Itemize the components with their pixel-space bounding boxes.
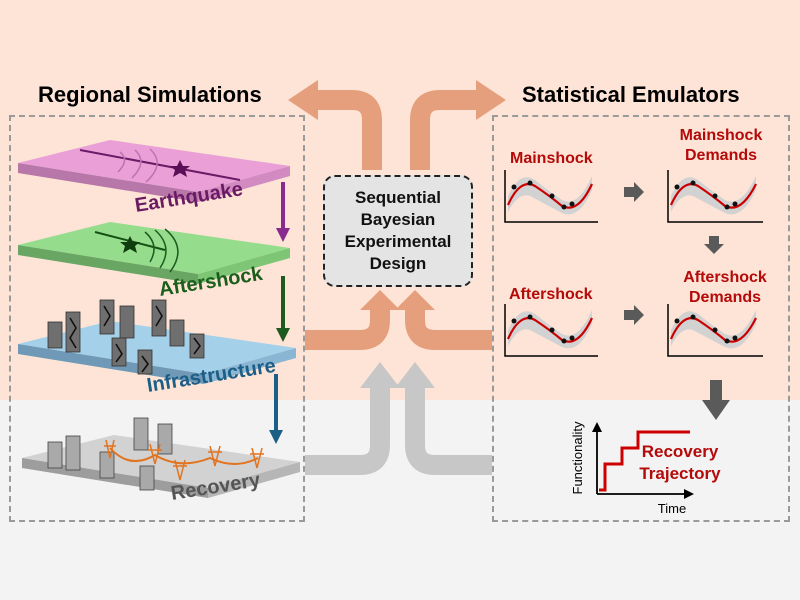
recovery-trajectory-line-1: Recovery xyxy=(641,442,719,461)
aftershock-demands-line-2: Demands xyxy=(688,289,762,306)
statistical-emulators-title: Statistical Emulators xyxy=(522,82,740,107)
recovery-trajectory-chart: Functionality Time xyxy=(570,421,694,516)
mainshock-demands-line-2: Demands xyxy=(684,147,758,164)
mainshock-demands-label: Mainshock Demands xyxy=(666,126,776,166)
aftershock-star-icon xyxy=(120,236,140,253)
arrow-aftershock-to-infrastructure xyxy=(276,276,290,342)
arrow-mainshock-to-demands xyxy=(624,182,644,202)
infrastructure-layer xyxy=(18,299,296,384)
recovery-trajectory-label: Recovery Trajectory xyxy=(628,441,732,485)
recovery-trajectory-line-2: Trajectory xyxy=(639,464,721,483)
center-line-4: Design xyxy=(369,254,427,273)
center-line-3: Experimental xyxy=(344,232,452,251)
mainshock-label: Mainshock xyxy=(510,150,593,167)
recovery-layer xyxy=(22,417,300,498)
output-arrow-left xyxy=(288,80,382,170)
time-axis-label: Time xyxy=(658,501,686,516)
center-line-2: Bayesian xyxy=(360,210,436,229)
mainshock-demands-chart xyxy=(667,170,763,223)
center-line-1: Sequential xyxy=(355,188,441,207)
arrow-aftershock-to-demands xyxy=(624,305,644,325)
statistical-emulators-panel xyxy=(492,115,790,522)
arrow-demands-to-recovery xyxy=(702,380,730,420)
aftershock-demands-label: Aftershock Demands xyxy=(669,268,781,308)
epicenter-star-icon xyxy=(170,160,190,177)
regional-simulations-panel xyxy=(9,115,305,522)
earthquake-layer xyxy=(18,140,290,202)
transmission-tower-icon xyxy=(104,439,264,481)
gray-arrow-right xyxy=(395,362,492,475)
functionality-axis-label: Functionality xyxy=(570,421,585,494)
aftershock-layer xyxy=(18,222,290,284)
aftershock-demands-chart xyxy=(667,304,763,357)
output-arrow-right xyxy=(410,80,506,170)
arrow-mainshock-demands-to-aftershock-demands xyxy=(704,236,724,254)
regional-simulations-title: Regional Simulations xyxy=(38,82,262,107)
aftershock-emulator-chart xyxy=(504,304,598,357)
mainshock-demands-line-1: Mainshock xyxy=(679,127,763,144)
input-arrow-from-simulations xyxy=(305,290,400,350)
input-arrow-from-emulators xyxy=(395,290,492,350)
arrow-infrastructure-to-recovery xyxy=(269,374,283,444)
aftershock-emulator-label: Aftershock xyxy=(509,286,593,303)
gray-arrow-left xyxy=(305,362,400,475)
aftershock-demands-line-1: Aftershock xyxy=(683,269,767,286)
building-icon xyxy=(47,299,205,375)
mainshock-emulator-chart xyxy=(504,170,598,223)
sequential-bayesian-design-box: Sequential Bayesian Experimental Design xyxy=(323,175,473,287)
arrow-earthquake-to-aftershock xyxy=(276,182,290,242)
building-icon xyxy=(47,417,173,491)
